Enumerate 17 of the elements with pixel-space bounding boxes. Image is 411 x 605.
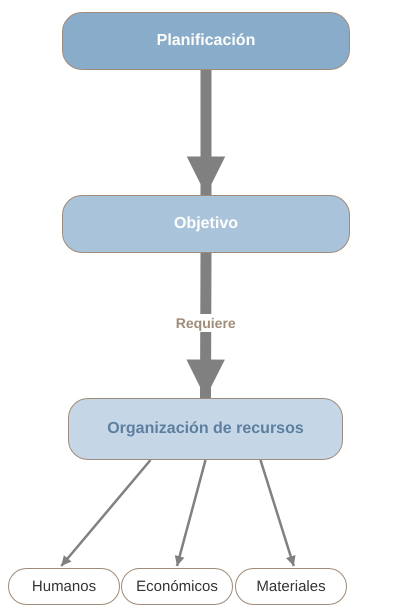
box-label: Organización de recursos <box>107 420 304 438</box>
arrow <box>186 70 226 195</box>
arrow <box>259 460 296 566</box>
rounded-box <box>235 568 347 605</box>
box-label: Económicos <box>136 578 218 595</box>
box-label: Humanos <box>32 578 96 595</box>
rounded-box <box>121 568 233 605</box>
rounded-box <box>8 568 120 605</box>
box-label: Objetivo <box>174 215 238 233</box>
process-box <box>62 12 350 70</box>
process-box <box>62 195 350 253</box>
arrow <box>186 252 225 398</box>
box-label: Planificación <box>156 32 256 50</box>
arrow <box>174 460 207 566</box>
process-box <box>68 398 343 460</box>
box-label: Materiales <box>256 578 326 595</box>
arrow <box>60 459 152 567</box>
